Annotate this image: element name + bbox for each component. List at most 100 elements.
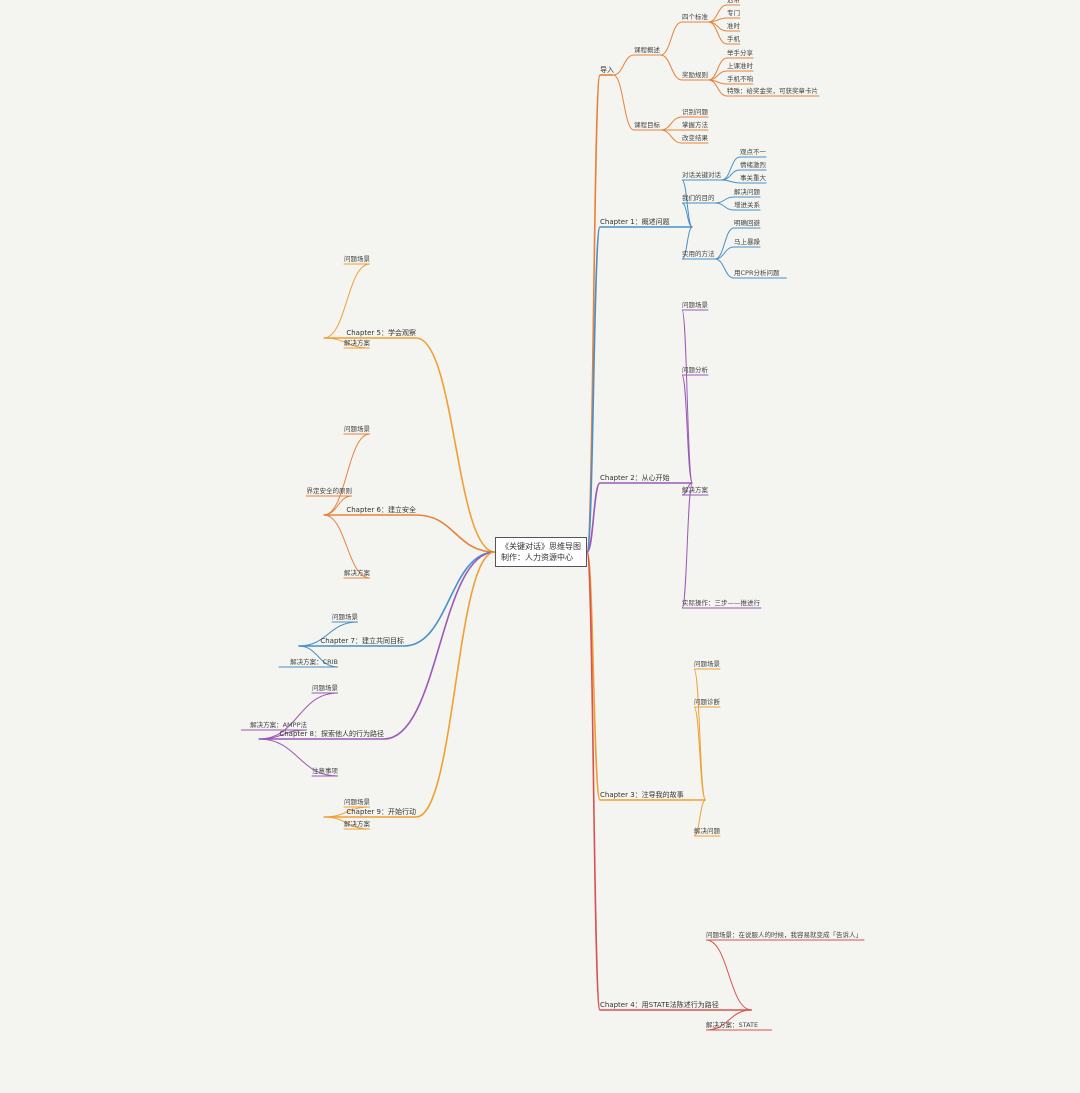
map-node[interactable]: 上课准时 (727, 62, 753, 70)
map-node[interactable]: 增进关系 (734, 201, 760, 209)
branch-connector (693, 799, 707, 837)
map-node[interactable]: 观点不一 (740, 148, 766, 156)
map-node[interactable]: 解决方案 (344, 339, 370, 347)
branch-connector (415, 551, 496, 818)
map-node[interactable]: 解决方案 (682, 486, 708, 494)
map-node[interactable]: 问题场景 (344, 255, 370, 263)
branch-connector (714, 202, 735, 211)
branch-connector (714, 258, 735, 279)
map-node[interactable]: Chapter 4：用STATE法陈述行为路径 (600, 1001, 719, 1009)
map-node[interactable]: 我们的目的 (682, 194, 715, 202)
map-node[interactable]: 界定安全的原则 (306, 487, 353, 495)
branch-connector (323, 495, 353, 516)
map-node[interactable]: 问题场景 (344, 425, 370, 433)
map-node[interactable]: Chapter 3：注导我的故事 (600, 791, 684, 799)
branch-connector (613, 54, 635, 76)
map-node[interactable]: 迟带 (727, 0, 740, 4)
map-node[interactable]: 马上暴躁 (734, 238, 760, 246)
map-node[interactable]: 举手分享 (727, 49, 753, 57)
central-topic-author: 制作：人力资源中心 (501, 553, 573, 562)
map-node[interactable]: Chapter 8：探索他人的行为路径 (279, 730, 384, 738)
branch-connector (714, 246, 735, 260)
branch-connector (705, 939, 752, 1011)
map-node[interactable]: 掌握方法 (682, 121, 708, 129)
map-node[interactable]: 对话关键对话 (682, 171, 721, 179)
branch-connector (721, 179, 741, 184)
map-node[interactable]: 问题场景 (694, 660, 720, 668)
branch-connector (586, 74, 601, 553)
branch-connector (708, 17, 728, 23)
branch-connector (708, 21, 728, 45)
branch-connector (705, 1009, 752, 1031)
map-node[interactable]: Chapter 2：从心开始 (600, 474, 670, 482)
map-node[interactable]: 解决方案：CRIB (290, 658, 338, 666)
map-node[interactable]: 问题分析 (682, 366, 708, 374)
map-node[interactable]: 专门 (727, 9, 740, 17)
map-node[interactable]: 解决方案 (344, 569, 370, 577)
map-node[interactable]: 特殊：给奖金奖，可获奖章卡片 (727, 87, 818, 95)
map-node[interactable]: 解决问题 (734, 188, 760, 196)
branch-connector (415, 514, 496, 553)
map-node[interactable]: Chapter 7：建立共同目标 (320, 637, 404, 645)
map-node[interactable]: 实用的方法 (682, 250, 715, 258)
map-node[interactable]: 解决方案：STATE (706, 1021, 759, 1029)
branch-connector (708, 79, 728, 97)
branch-connector (258, 692, 339, 740)
branch-connector (721, 156, 741, 181)
map-node[interactable]: 事关重大 (740, 174, 766, 182)
map-node[interactable]: 改变结果 (682, 134, 708, 142)
map-node[interactable]: 导入 (600, 66, 614, 74)
map-node[interactable]: Chapter 6：建立安全 (346, 506, 416, 514)
central-topic[interactable]: 《关键对话》思维导图 制作：人力资源中心 (495, 537, 587, 567)
map-node[interactable]: 手机不响 (727, 75, 753, 83)
branch-connector (298, 645, 339, 668)
branch-connector (681, 226, 693, 260)
map-node[interactable]: 问题场景：在说服人的时候，我容易就变成「告诉人」 (706, 931, 862, 939)
branch-connector (721, 169, 741, 181)
map-node[interactable]: 准时 (727, 22, 740, 30)
map-node[interactable]: 解决问题 (694, 827, 720, 835)
map-node[interactable]: 课程目标 (634, 121, 660, 129)
branch-connector (660, 116, 683, 131)
branch-connector (298, 621, 359, 647)
branch-connector (323, 263, 371, 339)
branch-connector (681, 309, 693, 484)
map-node[interactable]: 奖励规则 (682, 71, 708, 79)
map-node[interactable]: 问题场景 (312, 684, 338, 692)
branch-connector (586, 551, 601, 1011)
map-node[interactable]: 问题诊断 (694, 698, 720, 706)
branch-connector (714, 227, 735, 260)
map-node[interactable]: 四个标准 (682, 13, 708, 21)
branch-connector (660, 54, 683, 81)
map-node[interactable]: 用CPR分析问题 (734, 269, 780, 277)
central-topic-title: 《关键对话》思维导图 (501, 542, 581, 551)
branch-connector (708, 4, 728, 23)
branch-connector (612, 74, 635, 131)
map-node[interactable]: Chapter 1：概述问题 (600, 218, 670, 226)
branch-connector (586, 226, 601, 553)
map-node[interactable]: 情绪激烈 (740, 161, 766, 169)
branch-connector (693, 668, 707, 801)
map-node[interactable]: 课程概述 (634, 46, 660, 54)
map-node[interactable]: 实际操作：三步——推进行 (682, 599, 760, 607)
branch-connector (714, 196, 735, 204)
branch-connector (681, 374, 693, 484)
branch-connector (708, 57, 728, 81)
branch-connector (383, 551, 496, 740)
map-node[interactable]: 解决方案：AMPP法 (250, 721, 307, 729)
map-node[interactable]: 注意事项 (312, 767, 338, 775)
map-node[interactable]: 解决方案 (344, 820, 370, 828)
map-node[interactable]: 识别问题 (682, 108, 708, 116)
map-node[interactable]: 问题场景 (332, 613, 358, 621)
branch-connector (258, 738, 339, 777)
map-node[interactable]: 手机 (727, 35, 740, 43)
map-node[interactable]: 问题场景 (344, 798, 370, 806)
branch-connector (586, 482, 601, 553)
map-node[interactable]: Chapter 5：学会观察 (346, 329, 416, 337)
map-node[interactable]: 明确回避 (734, 219, 760, 227)
branch-connector (660, 129, 683, 144)
map-node[interactable]: 问题场景 (682, 301, 708, 309)
branch-connector (323, 514, 371, 579)
map-node[interactable]: Chapter 9：开始行动 (346, 808, 416, 816)
